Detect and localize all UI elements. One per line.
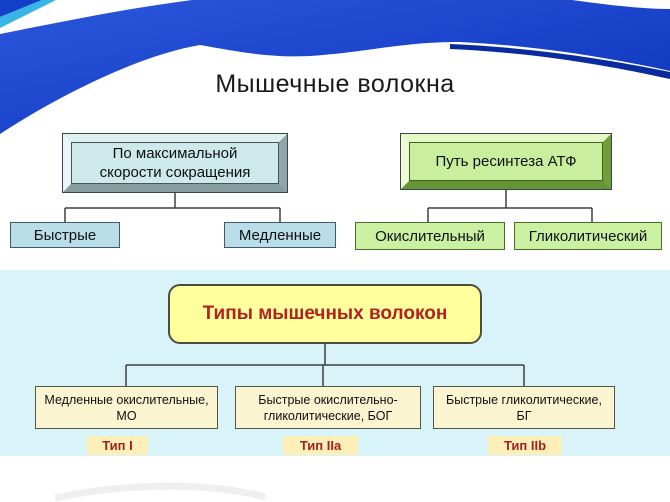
fiber-box-line2: МО (116, 408, 137, 423)
type-tag-IIa: Тип IIa (283, 436, 358, 455)
types-root-box: Типы мышечных волокон (168, 284, 482, 344)
leaf-oxidative-label: Окислительный (375, 227, 485, 245)
fiber-box-slow-oxidative: Медленные окислительные, МО (35, 386, 218, 429)
top-swoosh-banner (0, 0, 670, 134)
cyan-stripe-shape (0, 0, 56, 28)
fiber-box-fast-oxidative-glycolytic: Быстрые окислительно- гликолитические, Б… (235, 386, 421, 429)
fiber-box-line1: Медленные окислительные, (44, 392, 209, 407)
type-tag-label: Тип IIa (299, 438, 342, 453)
leaf-slow: Медленные (224, 222, 336, 248)
leaf-fast-label: Быстрые (33, 226, 97, 244)
type-tag-label: Тип IIb (503, 438, 547, 453)
type-tag-label: Тип I (102, 438, 133, 453)
fiber-box-line2: гликолитические, БОГ (263, 408, 393, 423)
leaf-slow-label: Медленные (238, 226, 322, 244)
leaf-glycolytic: Гликолитический (514, 222, 662, 250)
leaf-glycolytic-label: Гликолитический (528, 227, 648, 245)
main-wave-shape (0, 0, 670, 134)
leaf-oxidative: Окислительный (355, 222, 505, 250)
speed-root-box: По максимальной скорости сокращения (62, 133, 288, 193)
types-root-label: Типы мышечных волокон (202, 303, 448, 324)
fiber-box-fast-glycolytic: Быстрые гликолитические, БГ (433, 386, 615, 429)
bottom-swoosh (54, 482, 266, 502)
atp-root-label: Путь ресинтеза АТФ (435, 153, 577, 170)
leaf-fast: Быстрые (10, 222, 120, 248)
atp-root-box: Путь ресинтеза АТФ (400, 133, 612, 190)
navy-edge-shape (450, 44, 670, 79)
type-tag-IIb: Тип IIb (488, 436, 562, 455)
page-title: Мышечные волокна (215, 70, 455, 98)
speed-root-line1: По максимальной (112, 145, 238, 162)
fiber-box-line1: Быстрые окислительно- (258, 392, 398, 407)
speed-root-line2: скорости сокращения (99, 164, 251, 181)
fiber-box-line2: БГ (516, 408, 532, 423)
type-tag-I: Тип I (87, 436, 148, 455)
fiber-box-line1: Быстрые гликолитические, (446, 392, 602, 407)
